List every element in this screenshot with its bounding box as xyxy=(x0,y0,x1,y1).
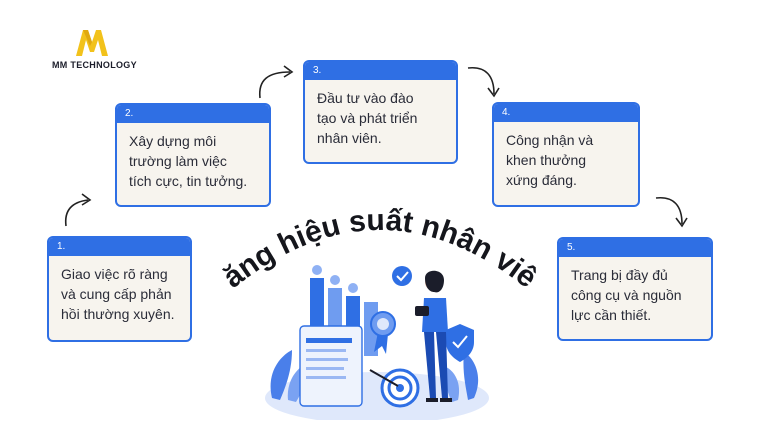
target-icon xyxy=(369,368,420,408)
step-1-line-3: hồi thường xuyên. xyxy=(61,306,175,322)
step-number-4: 4. xyxy=(494,104,638,122)
arrow-4-to-5-icon xyxy=(655,197,688,228)
step-3-line-2: tạo và phát triển xyxy=(317,110,418,126)
step-text-2: Xây dựng môi trường làm việc tích cực, t… xyxy=(117,123,269,191)
step-text-1: Giao việc rõ ràng và cung cấp phản hồi t… xyxy=(49,256,190,324)
step-5-line-2: công cụ và nguồn xyxy=(571,287,682,303)
shield-check-icon xyxy=(446,324,474,362)
step-2-line-1: Xây dựng môi xyxy=(129,133,217,149)
step-text-5: Trang bị đầy đủ công cụ và nguồn lực cần… xyxy=(559,257,711,325)
step-card-2: 2. Xây dựng môi trường làm việc tích cực… xyxy=(115,103,271,207)
step-text-3: Đầu tư vào đào tạo và phát triển nhân vi… xyxy=(305,80,456,148)
productivity-illustration xyxy=(265,265,489,420)
logo-m-icon xyxy=(76,30,108,56)
step-card-1: 1. Giao việc rõ ràng và cung cấp phản hồ… xyxy=(47,236,192,342)
brand-logo: MM TECHNOLOGY xyxy=(52,28,137,70)
arrow-2-to-3-icon xyxy=(259,65,294,99)
brand-name: MM TECHNOLOGY xyxy=(52,60,137,70)
step-number-1: 1. xyxy=(49,238,190,256)
step-1-line-2: và cung cấp phản xyxy=(61,286,172,302)
step-3-line-3: nhân viên. xyxy=(317,130,382,146)
step-2-line-3: tích cực, tin tưởng. xyxy=(129,173,248,189)
step-card-4: 4. Công nhận và khen thưởng xứng đáng. xyxy=(492,102,640,207)
step-number-2: 2. xyxy=(117,105,269,123)
check-badge-icon xyxy=(392,266,412,286)
step-2-line-2: trường làm việc xyxy=(129,153,227,169)
step-4-line-2: khen thưởng xyxy=(506,152,587,168)
step-card-3: 3. Đầu tư vào đào tạo và phát triển nhân… xyxy=(303,60,458,164)
step-3-line-1: Đầu tư vào đào xyxy=(317,90,414,106)
step-number-3: 3. xyxy=(305,62,456,80)
step-number-5: 5. xyxy=(559,239,711,257)
medal-icon xyxy=(370,311,396,354)
step-4-line-3: xứng đáng. xyxy=(506,172,577,188)
step-5-line-3: lực cần thiết. xyxy=(571,307,652,323)
step-1-line-1: Giao việc rõ ràng xyxy=(61,266,168,282)
arrow-3-to-4-icon xyxy=(467,67,500,98)
step-5-line-1: Trang bị đầy đủ xyxy=(571,267,668,283)
step-text-4: Công nhận và khen thưởng xứng đáng. xyxy=(494,122,638,190)
step-card-5: 5. Trang bị đầy đủ công cụ và nguồn lực … xyxy=(557,237,713,341)
arrow-1-to-2-icon xyxy=(64,193,92,227)
step-4-line-1: Công nhận và xyxy=(506,132,594,148)
woman-figure xyxy=(415,270,452,402)
